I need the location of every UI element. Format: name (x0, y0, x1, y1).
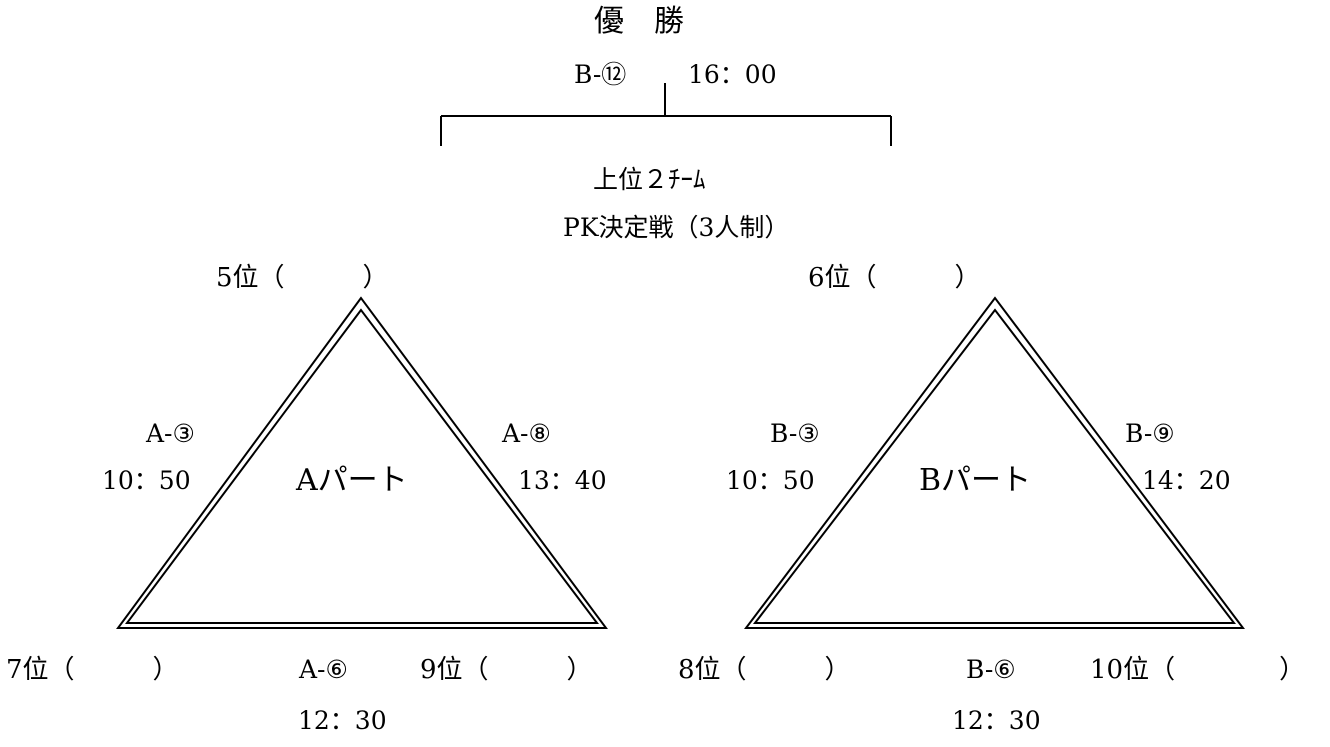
part-b-top-rank: 6位（ ） (808, 263, 981, 293)
part-a-bottom-left-rank: 7位（ ） (6, 655, 179, 685)
part-a-right-match-time: 13：40 (518, 466, 607, 495)
part-b-bottom-match-time: 12：30 (952, 706, 1041, 735)
final-bracket (440, 83, 892, 146)
part-a-left-match-id: A-③ (146, 419, 195, 448)
part-b-right-match-id: B-⑨ (1125, 419, 1175, 448)
final-match-id: B-⑫ (574, 60, 627, 89)
part-a-bottom-match-time: 12：30 (298, 706, 387, 735)
part-b-bottom-match-id: B-⑥ (966, 655, 1016, 684)
part-a-left-match-time: 10：50 (102, 466, 191, 495)
part-a-bottom-right-rank: 9位（ ） (420, 655, 593, 685)
part-a-name: Aパート (296, 463, 408, 498)
part-a-triangle (116, 296, 608, 629)
part-b-name: Bパート (919, 463, 1032, 498)
part-b-right-match-time: 14：20 (1142, 466, 1231, 495)
final-match-time: 16：00 (688, 60, 777, 89)
part-b-triangle (743, 296, 1246, 629)
part-b-bottom-right-rank: 10位（ ） (1090, 655, 1306, 685)
part-a-bottom-match-id: A-⑥ (299, 655, 348, 684)
final-note-line2: PK決定戦（3人制） (563, 213, 790, 242)
final-note-line1: 上位２ﾁｰﾑ (593, 165, 706, 194)
final-title: 優 勝 (594, 4, 684, 39)
part-b-left-match-id: B-③ (770, 419, 820, 448)
part-b-left-match-time: 10：50 (726, 466, 815, 495)
part-b-bottom-left-rank: 8位（ ） (678, 655, 851, 685)
part-a-right-match-id: A-⑧ (502, 419, 551, 448)
part-a-top-rank: 5位（ ） (216, 263, 389, 293)
